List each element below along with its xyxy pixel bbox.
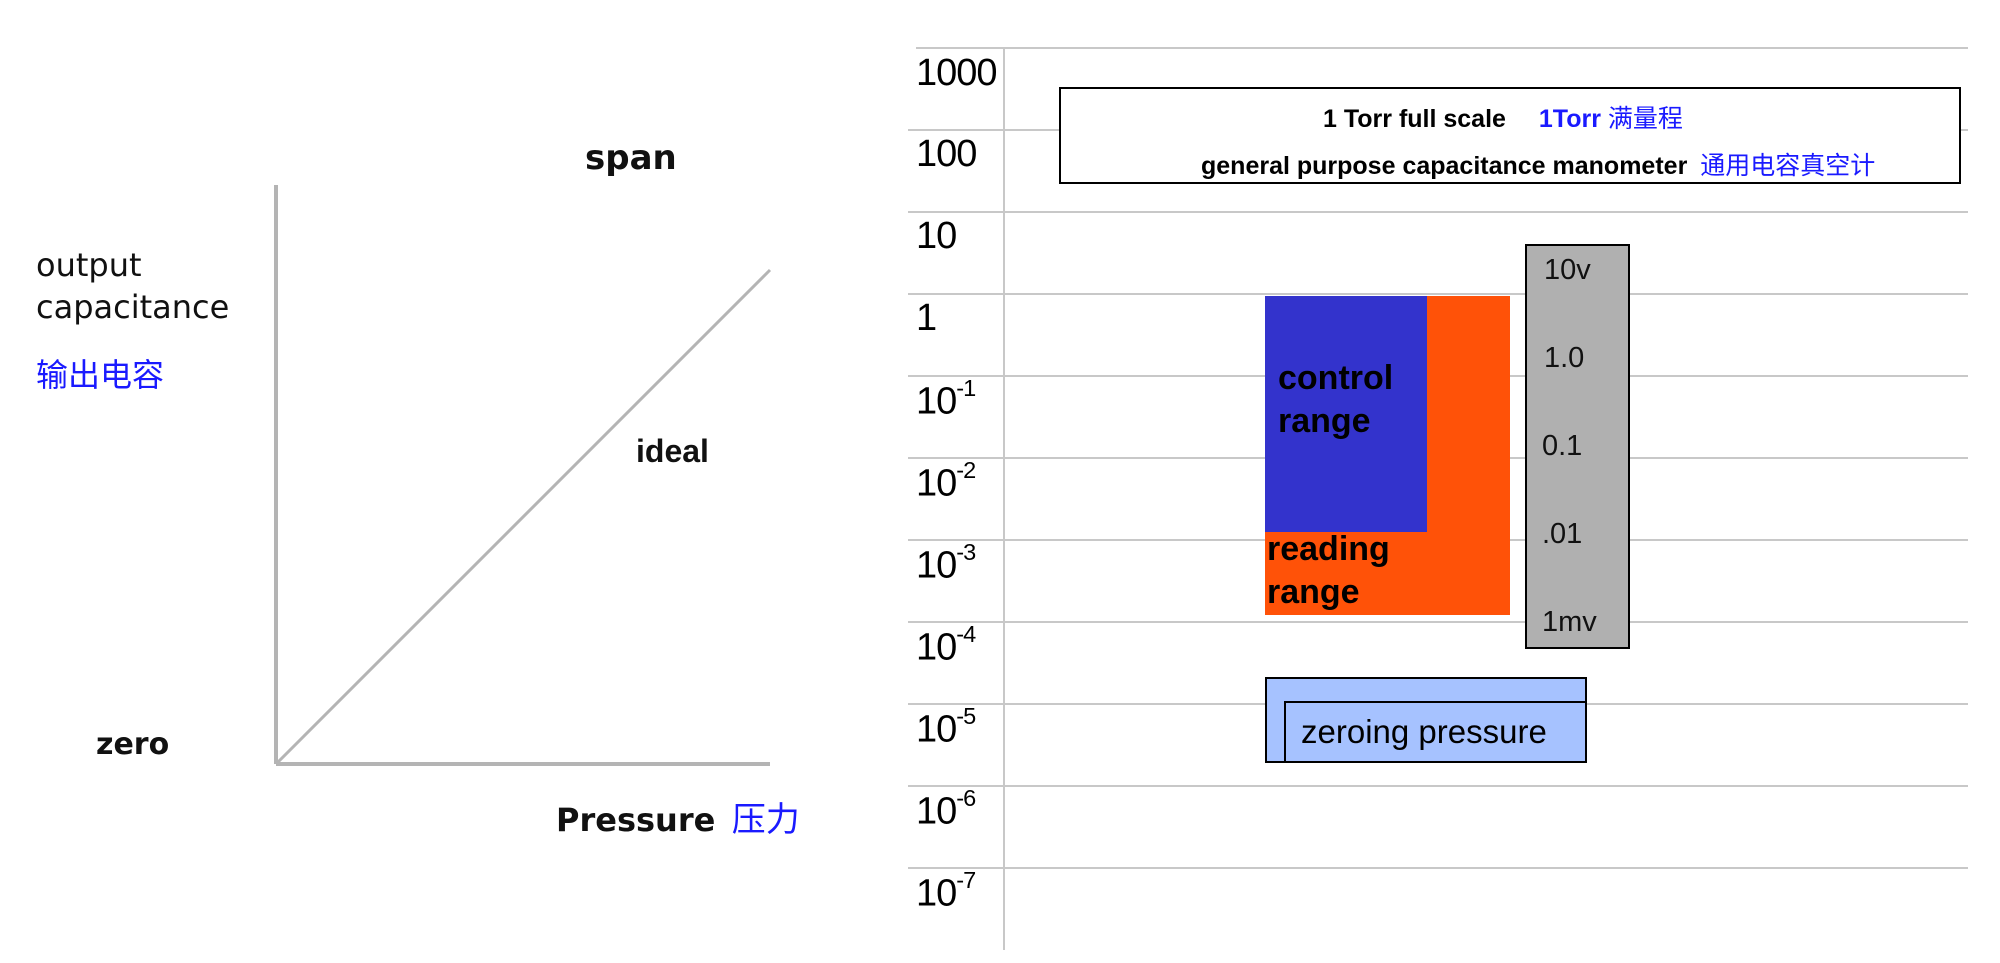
y-tick-label: 1000 (916, 52, 998, 94)
reading-range-label-line1: reading (1267, 530, 1390, 568)
header-line2-cn: 通用电容真空计 (1700, 151, 1876, 180)
x-axis-label-en: Pressure (556, 801, 716, 839)
y-tick-label: 100 (916, 133, 977, 175)
header-line1-en: 1 Torr full scale (1323, 105, 1506, 133)
span-label: span (585, 138, 677, 178)
gridline (908, 867, 1968, 869)
header-line1: 1 Torr full scale 1Torr 满量程 (1323, 99, 1683, 135)
header-line2-en: general purpose capacitance manometer (1201, 152, 1688, 180)
y-axis-label: output capacitance (36, 244, 229, 328)
y-tick-label: 10-4 (916, 621, 976, 669)
gridline (908, 211, 1968, 213)
voltage-label: 1mv (1542, 606, 1597, 638)
control-range-label-line1: control (1278, 359, 1394, 397)
voltage-label: 1.0 (1544, 342, 1585, 374)
y-axis-label-line1: output (36, 246, 142, 284)
y-tick-label: 10-1 (916, 375, 976, 423)
y-tick-label: 10-2 (916, 457, 976, 505)
gridline (916, 47, 1968, 49)
header-line1-cn: 满量程 (1607, 104, 1683, 133)
voltage-label: 10v (1544, 254, 1591, 286)
y-tick-label: 10-5 (916, 703, 976, 751)
zero-label: zero (96, 727, 170, 762)
y-tick-label: 10-3 (916, 539, 976, 587)
control-range-label: control range (1278, 357, 1393, 443)
voltage-output-bar (1525, 244, 1630, 649)
control-range-label-line2: range (1278, 402, 1371, 440)
header-line2: general purpose capacitance manometer 通用… (1201, 146, 1875, 182)
y-tick-label: 10-7 (916, 867, 976, 915)
pressure-axis (1003, 47, 1005, 950)
ideal-line (274, 268, 772, 766)
gridline (908, 621, 1968, 623)
header-line1-blue: 1Torr (1538, 105, 1601, 133)
x-axis-label: Pressure 压力 (556, 792, 800, 841)
y-tick-label: 10-6 (916, 785, 976, 833)
y-axis-label-line2: capacitance (36, 288, 230, 326)
y-axis-label-cn: 输出电容 (36, 356, 165, 394)
manometer-header-box: 1 Torr full scale 1Torr 满量程 general purp… (1059, 87, 1961, 184)
voltage-label: .01 (1542, 518, 1583, 550)
reading-range-label: reading range (1267, 528, 1390, 614)
reading-range-label-line2: range (1267, 573, 1360, 611)
x-axis-label-cn: 压力 (731, 800, 800, 840)
control-range-bar (1265, 296, 1427, 532)
gridline (908, 785, 1968, 787)
zeroing-pressure-label: zeroing pressure (1301, 713, 1547, 750)
ideal-response-plot (274, 185, 772, 766)
ideal-label: ideal (636, 433, 709, 469)
y-tick-label: 1 (916, 297, 937, 339)
gridline (908, 293, 1968, 295)
y-tick-label: 10 (916, 215, 957, 257)
voltage-label: 0.1 (1542, 430, 1583, 462)
zeroing-pressure-front-box (1284, 701, 1587, 763)
